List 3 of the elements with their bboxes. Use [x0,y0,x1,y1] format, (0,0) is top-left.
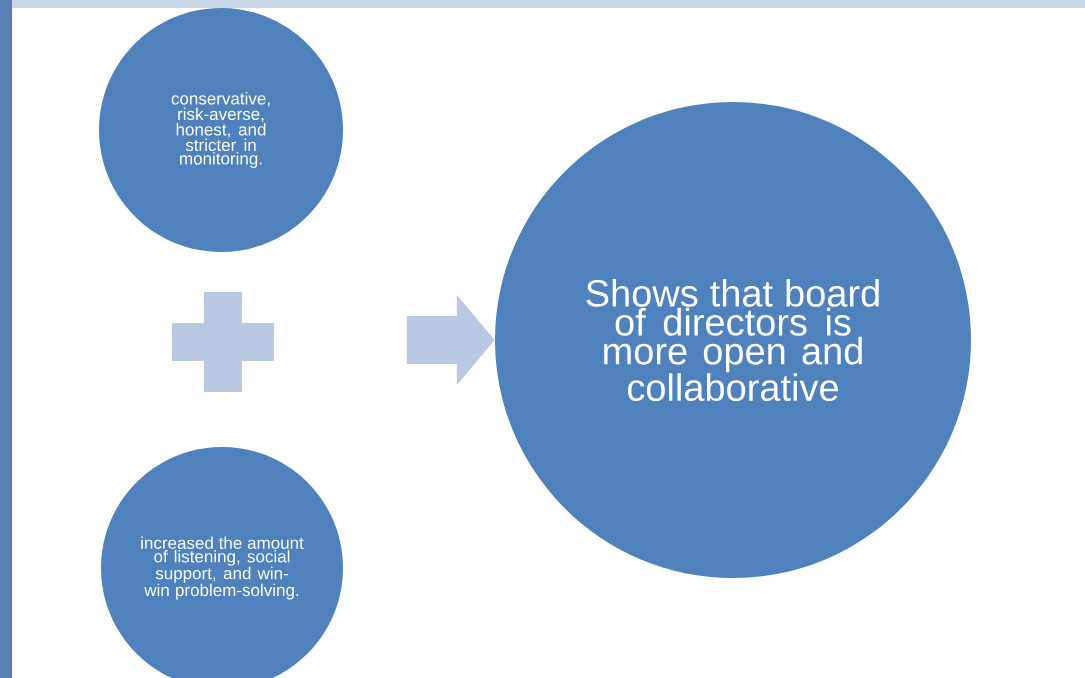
circle-node: conservative, risk-averse, honest, and stricter in monitoring. [99,8,343,252]
plus-sign [172,292,274,392]
circle-node: Shows that board of directors is more open and collaborative [495,102,971,578]
